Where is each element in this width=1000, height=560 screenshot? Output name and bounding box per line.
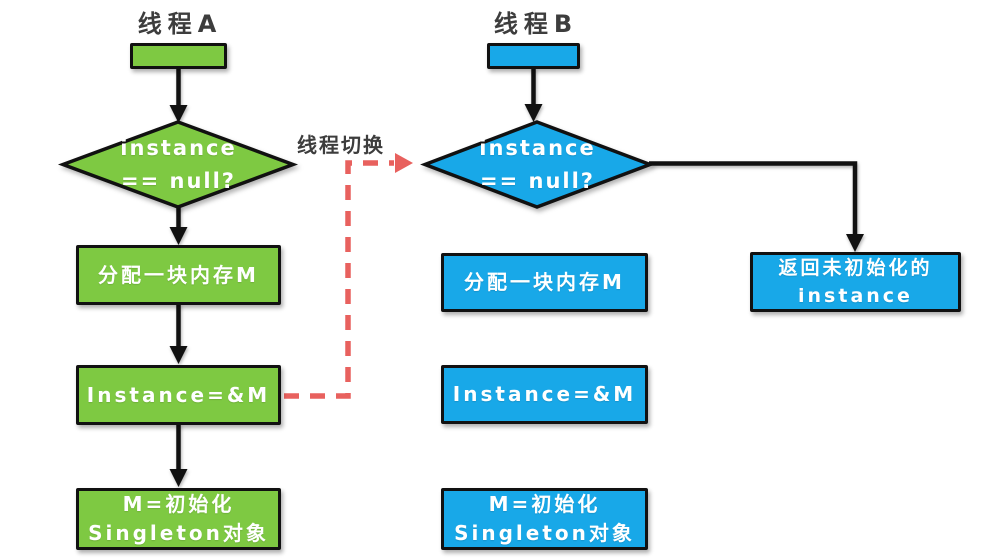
thread-switch-dashed-line (284, 160, 394, 399)
thread-a-title: 线程A (137, 10, 223, 38)
thread-a-step-allocate-memory: 分配一块内存M (76, 245, 281, 305)
thread-b-return-uninitialized-box: 返回未初始化的 instance (750, 252, 961, 312)
arrowhead-b-start-to-diamond (524, 104, 543, 122)
thread-switch-arrowhead (395, 153, 413, 173)
thread-b-decision-label: instance == null? (479, 135, 596, 193)
arrowhead-a-start-to-diamond (169, 105, 188, 123)
thread-b-step-init-singleton-label: M=初始化 Singleton对象 (454, 492, 635, 545)
thread-a-decision-label: instance == null? (120, 135, 237, 193)
black-arrows-group (169, 68, 864, 487)
thread-a-step-allocate-memory-label: 分配一块内存M (98, 262, 259, 287)
thread-b-step-allocate-memory: 分配一块内存M (441, 253, 648, 312)
arrowhead-a-step1-to-step2 (169, 346, 188, 364)
thread-b-step-assign-instance: Instance=&M (441, 365, 648, 424)
arrow-b-diamond-to-return (649, 161, 858, 236)
arrowhead-a-step2-to-step3 (169, 469, 188, 487)
thread-b-step-allocate-memory-label: 分配一块内存M (464, 270, 625, 294)
thread-a-decision-diamond (57, 120, 299, 209)
arrowhead-a-diamond-to-step1 (169, 227, 188, 245)
thread-switch-label: 线程切换 (297, 133, 385, 157)
thread-switch-dashed-arrow (284, 153, 413, 399)
thread-b-start-node (487, 43, 580, 69)
thread-b-step-init-singleton: M=初始化 Singleton对象 (441, 488, 648, 550)
arrowhead-b-diamond-to-return (846, 234, 864, 252)
thread-a-step-init-singleton-label: M=初始化 Singleton对象 (88, 492, 269, 545)
thread-b-return-uninitialized-label: 返回未初始化的 instance (778, 256, 933, 308)
thread-b-title: 线程B (493, 10, 579, 38)
thread-a-step-init-singleton: M=初始化 Singleton对象 (76, 488, 281, 550)
thread-a-start-node (130, 43, 227, 69)
thread-a-step-assign-instance: Instance=&M (76, 365, 281, 425)
thread-b-decision-diamond (420, 120, 655, 209)
thread-b-step-assign-instance-label: Instance=&M (452, 382, 637, 406)
thread-a-step-assign-instance-label: Instance=&M (86, 382, 271, 407)
